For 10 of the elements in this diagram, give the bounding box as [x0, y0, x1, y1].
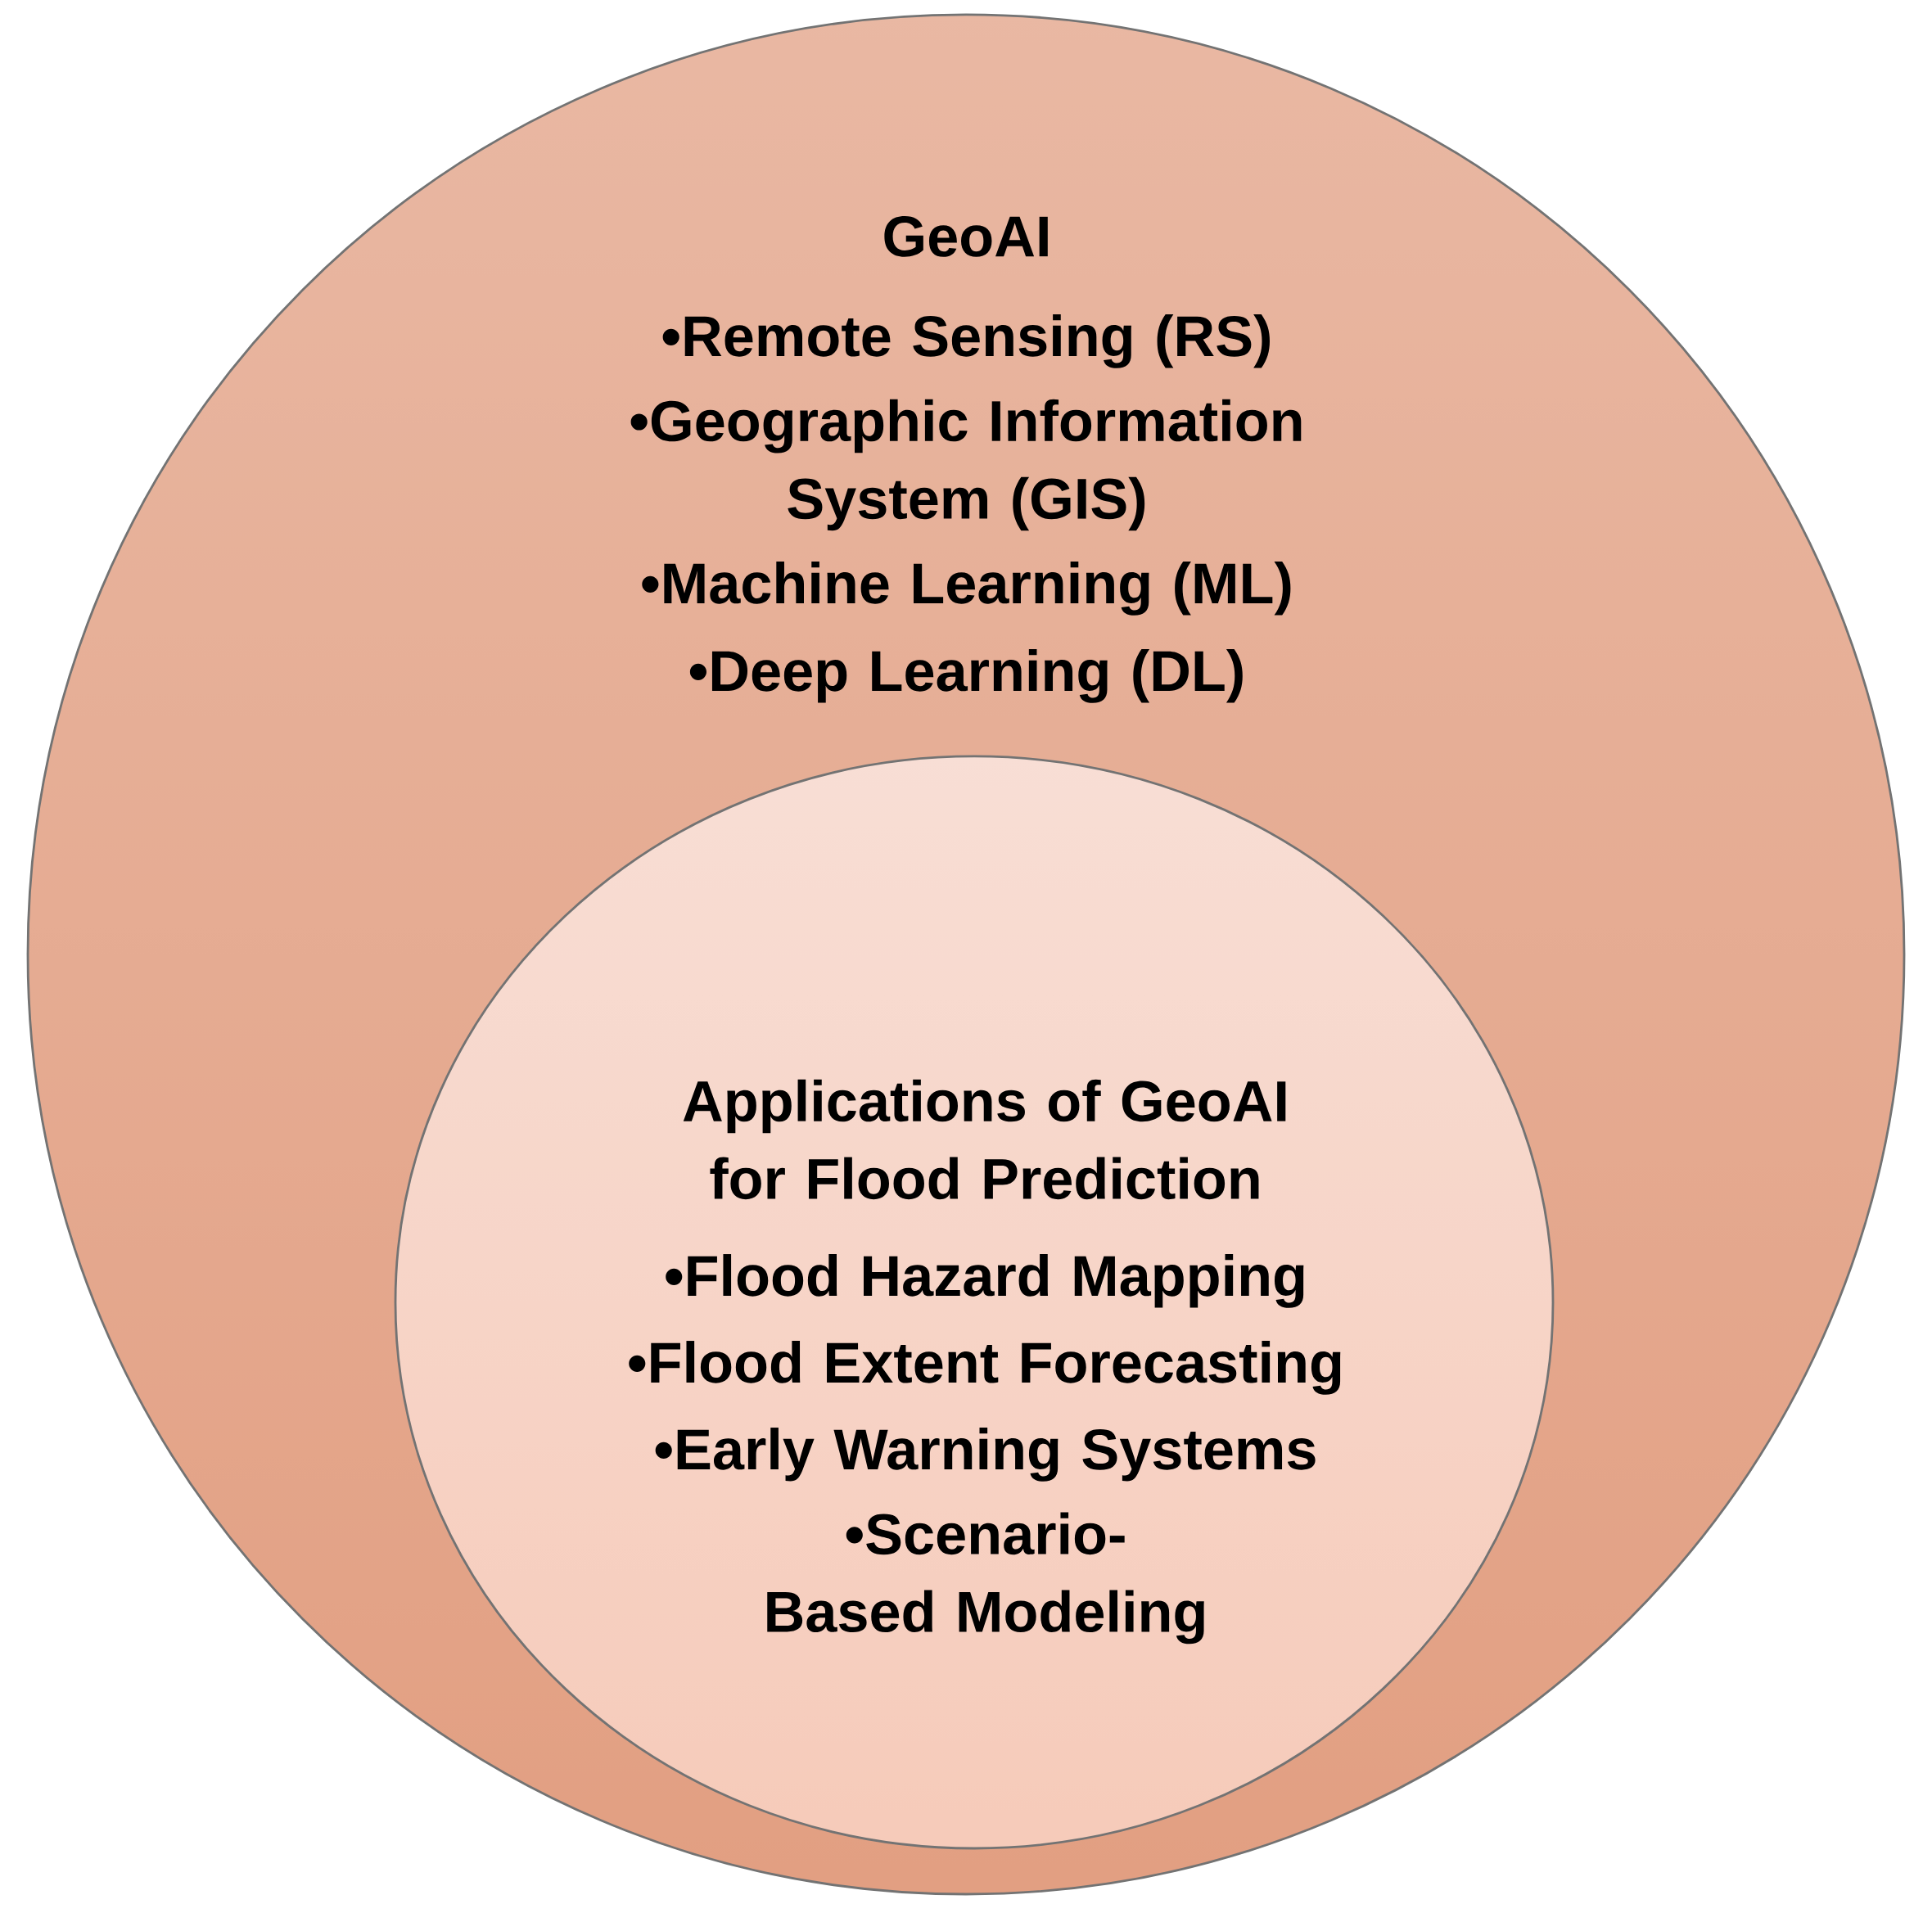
bullet-item: •Deep Learning (DL) [689, 649, 1243, 703]
bullet-item: •Early Warning Systems [655, 1428, 1316, 1482]
heading: GeoAI [884, 216, 1048, 257]
bullet-item: •Remote Sensing (RS) [662, 314, 1270, 368]
bullet-item: •Scenario-Based Modeling [767, 1512, 1204, 1645]
bullet-item: •Flood Extent Forecasting [629, 1341, 1341, 1395]
bullet-item: •Flood Hazard Mapping [666, 1254, 1304, 1308]
bullet-item: •Machine Learning (ML) [642, 562, 1291, 616]
bullet-item: •Geographic Information System (GIS) [630, 399, 1302, 531]
heading: Applications of GeoAI for Flood Prediction [683, 1079, 1286, 1200]
